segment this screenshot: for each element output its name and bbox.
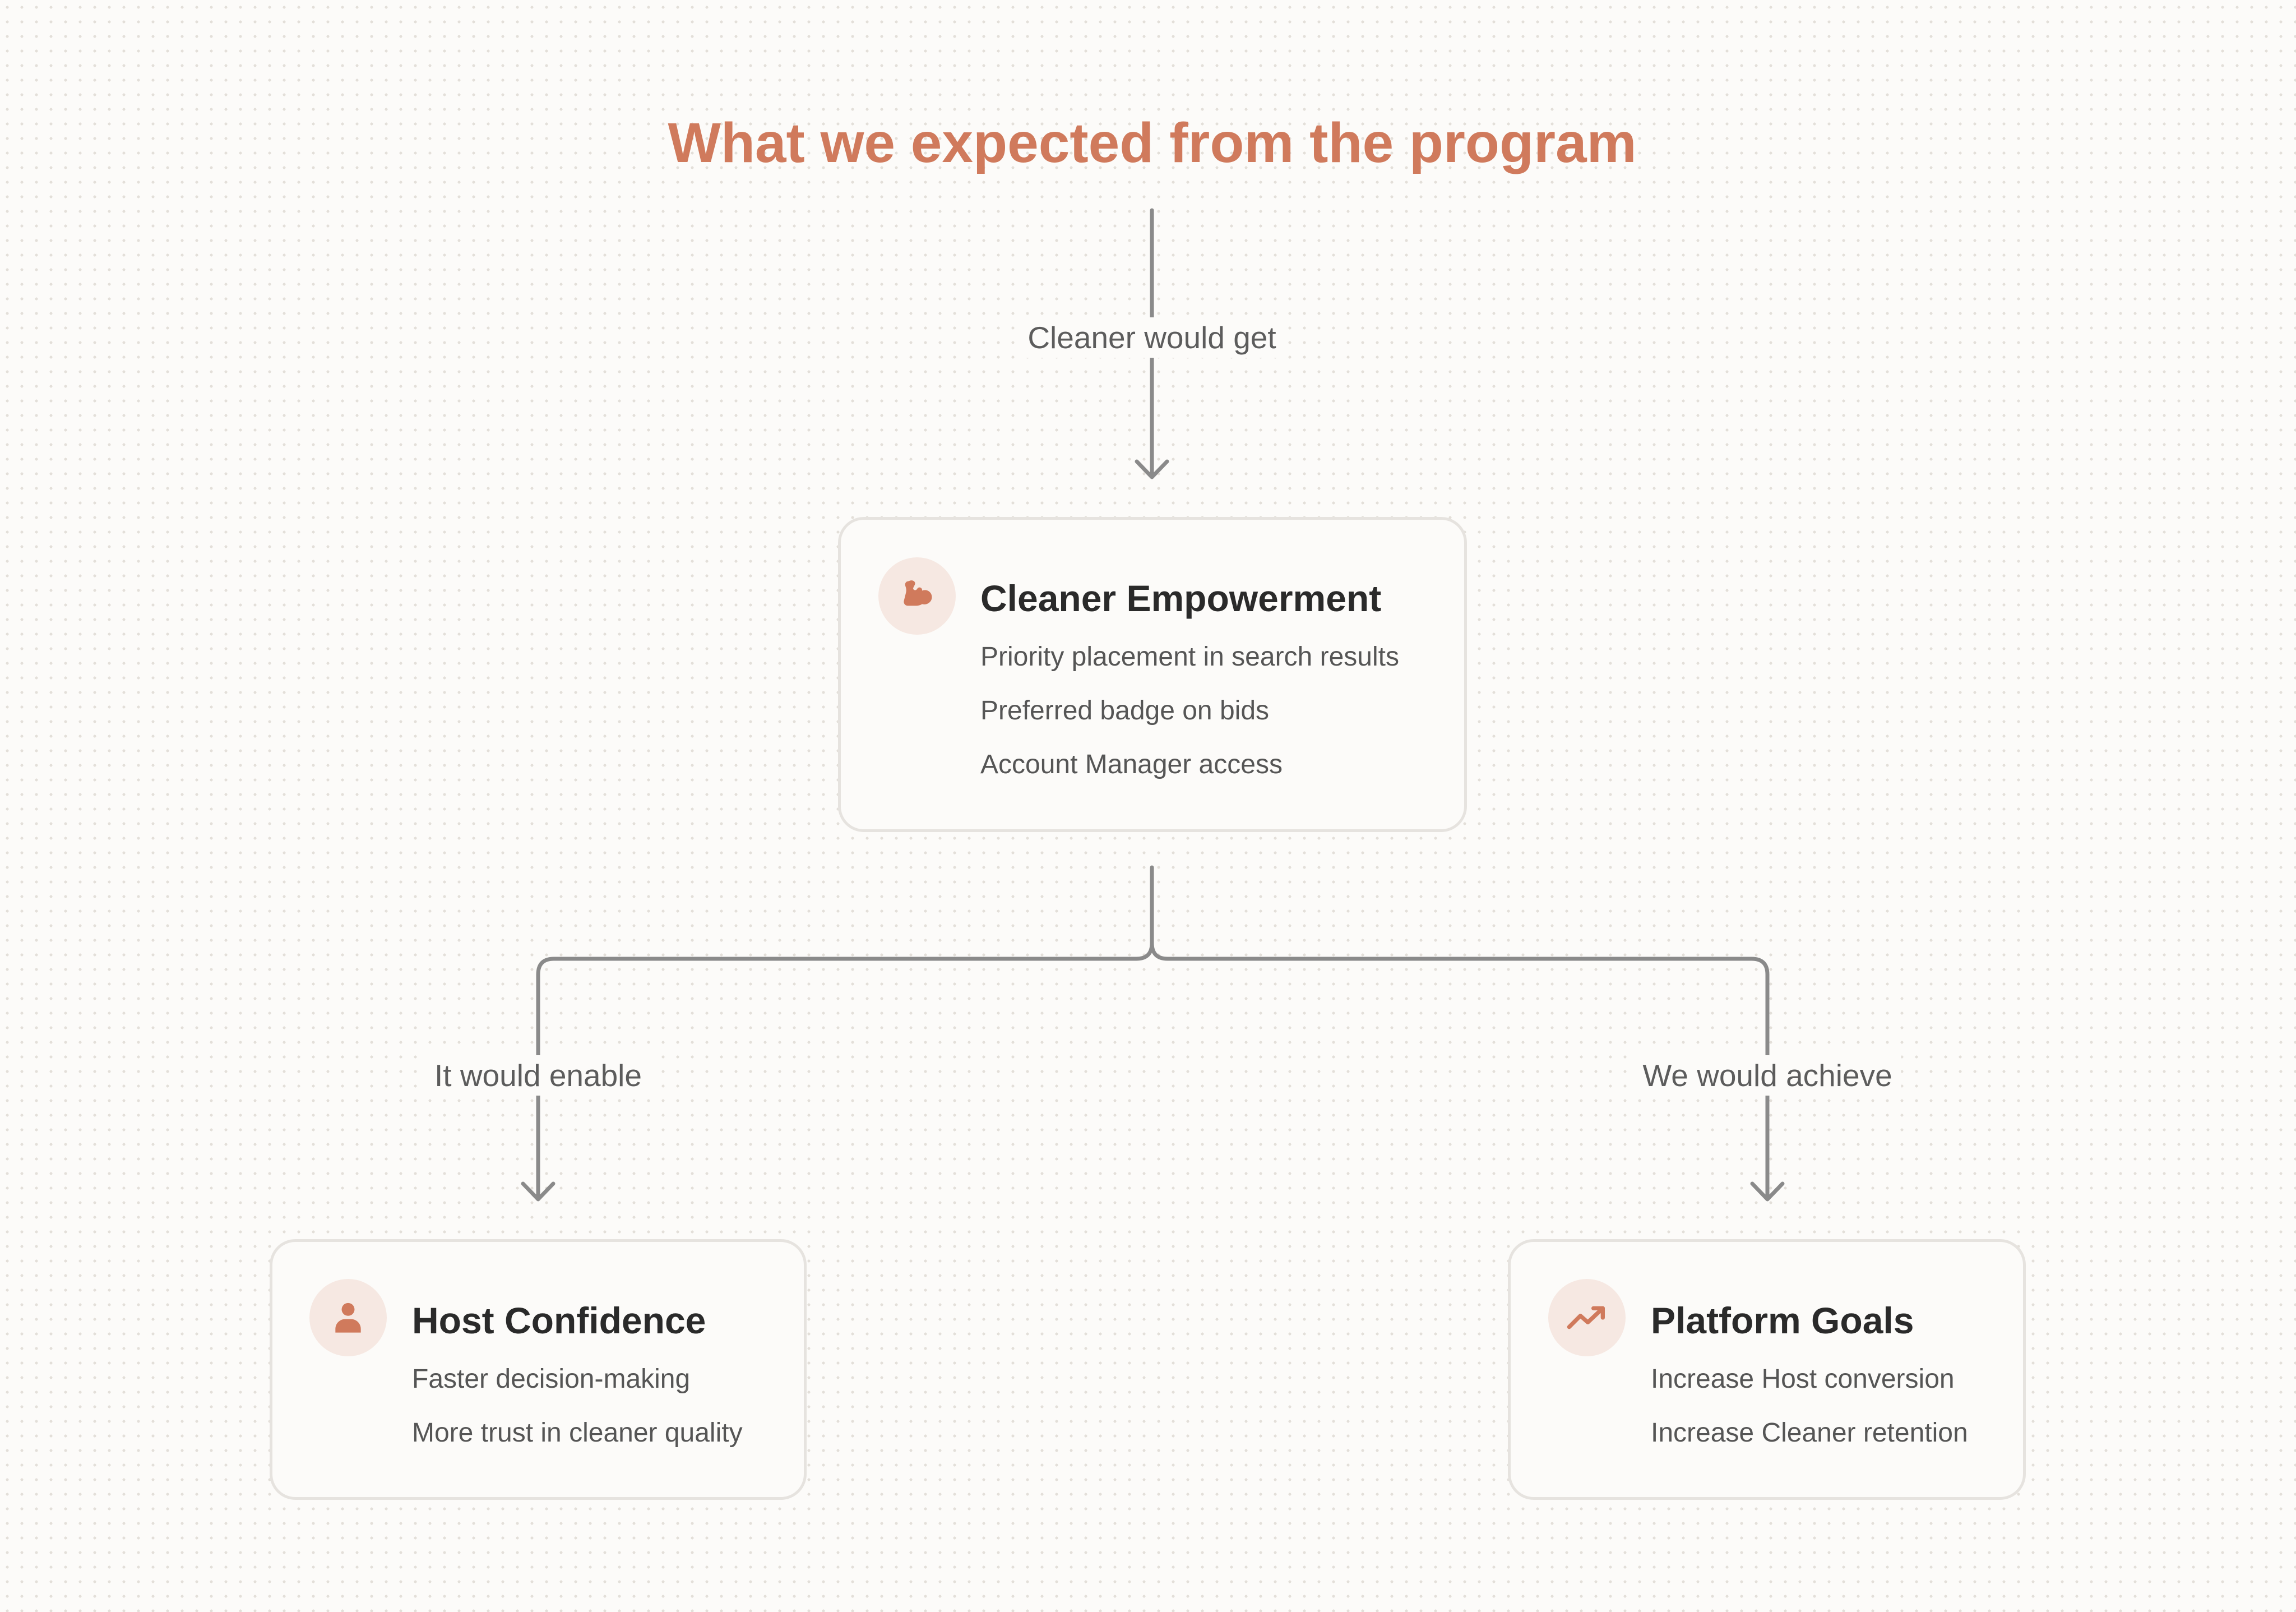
trending-up-icon: [1548, 1279, 1626, 1356]
connector-branch-left: [536, 865, 1154, 1201]
edge-label-it-would-enable: It would enable: [425, 1055, 651, 1096]
card-item: Priority placement in search results: [980, 642, 1399, 672]
card-item: Preferred badge on bids: [980, 696, 1270, 726]
card-host-confidence: Host Confidence Faster decision-making M…: [270, 1239, 807, 1500]
card-platform-goals: Platform Goals Increase Host conversion …: [1508, 1239, 2026, 1500]
card-cleaner-empowerment: Cleaner Empowerment Priority placement i…: [838, 517, 1467, 832]
arrowhead-platform: [1750, 1181, 1785, 1202]
arrowhead-empowerment: [1135, 459, 1169, 479]
card-item: Increase Host conversion: [1651, 1364, 1955, 1394]
arrowhead-host: [521, 1181, 556, 1202]
card-title-host-confidence: Host Confidence: [412, 1300, 706, 1341]
page-title: What we expected from the program: [668, 112, 1637, 174]
card-item: Increase Cleaner retention: [1651, 1418, 1968, 1448]
connector-branch-right: [1150, 941, 1770, 1201]
card-item: Account Manager access: [980, 750, 1283, 779]
edge-label-we-would-achieve: We would achieve: [1633, 1055, 1901, 1096]
card-title-cleaner-empowerment: Cleaner Empowerment: [980, 578, 1382, 619]
flexed-arm-icon: [878, 557, 956, 635]
card-item: Faster decision-making: [412, 1364, 691, 1394]
card-title-platform-goals: Platform Goals: [1651, 1300, 1914, 1341]
edge-label-cleaner-would-get: Cleaner would get: [1019, 317, 1285, 358]
card-item: More trust in cleaner quality: [412, 1418, 743, 1448]
person-icon: [309, 1279, 387, 1356]
